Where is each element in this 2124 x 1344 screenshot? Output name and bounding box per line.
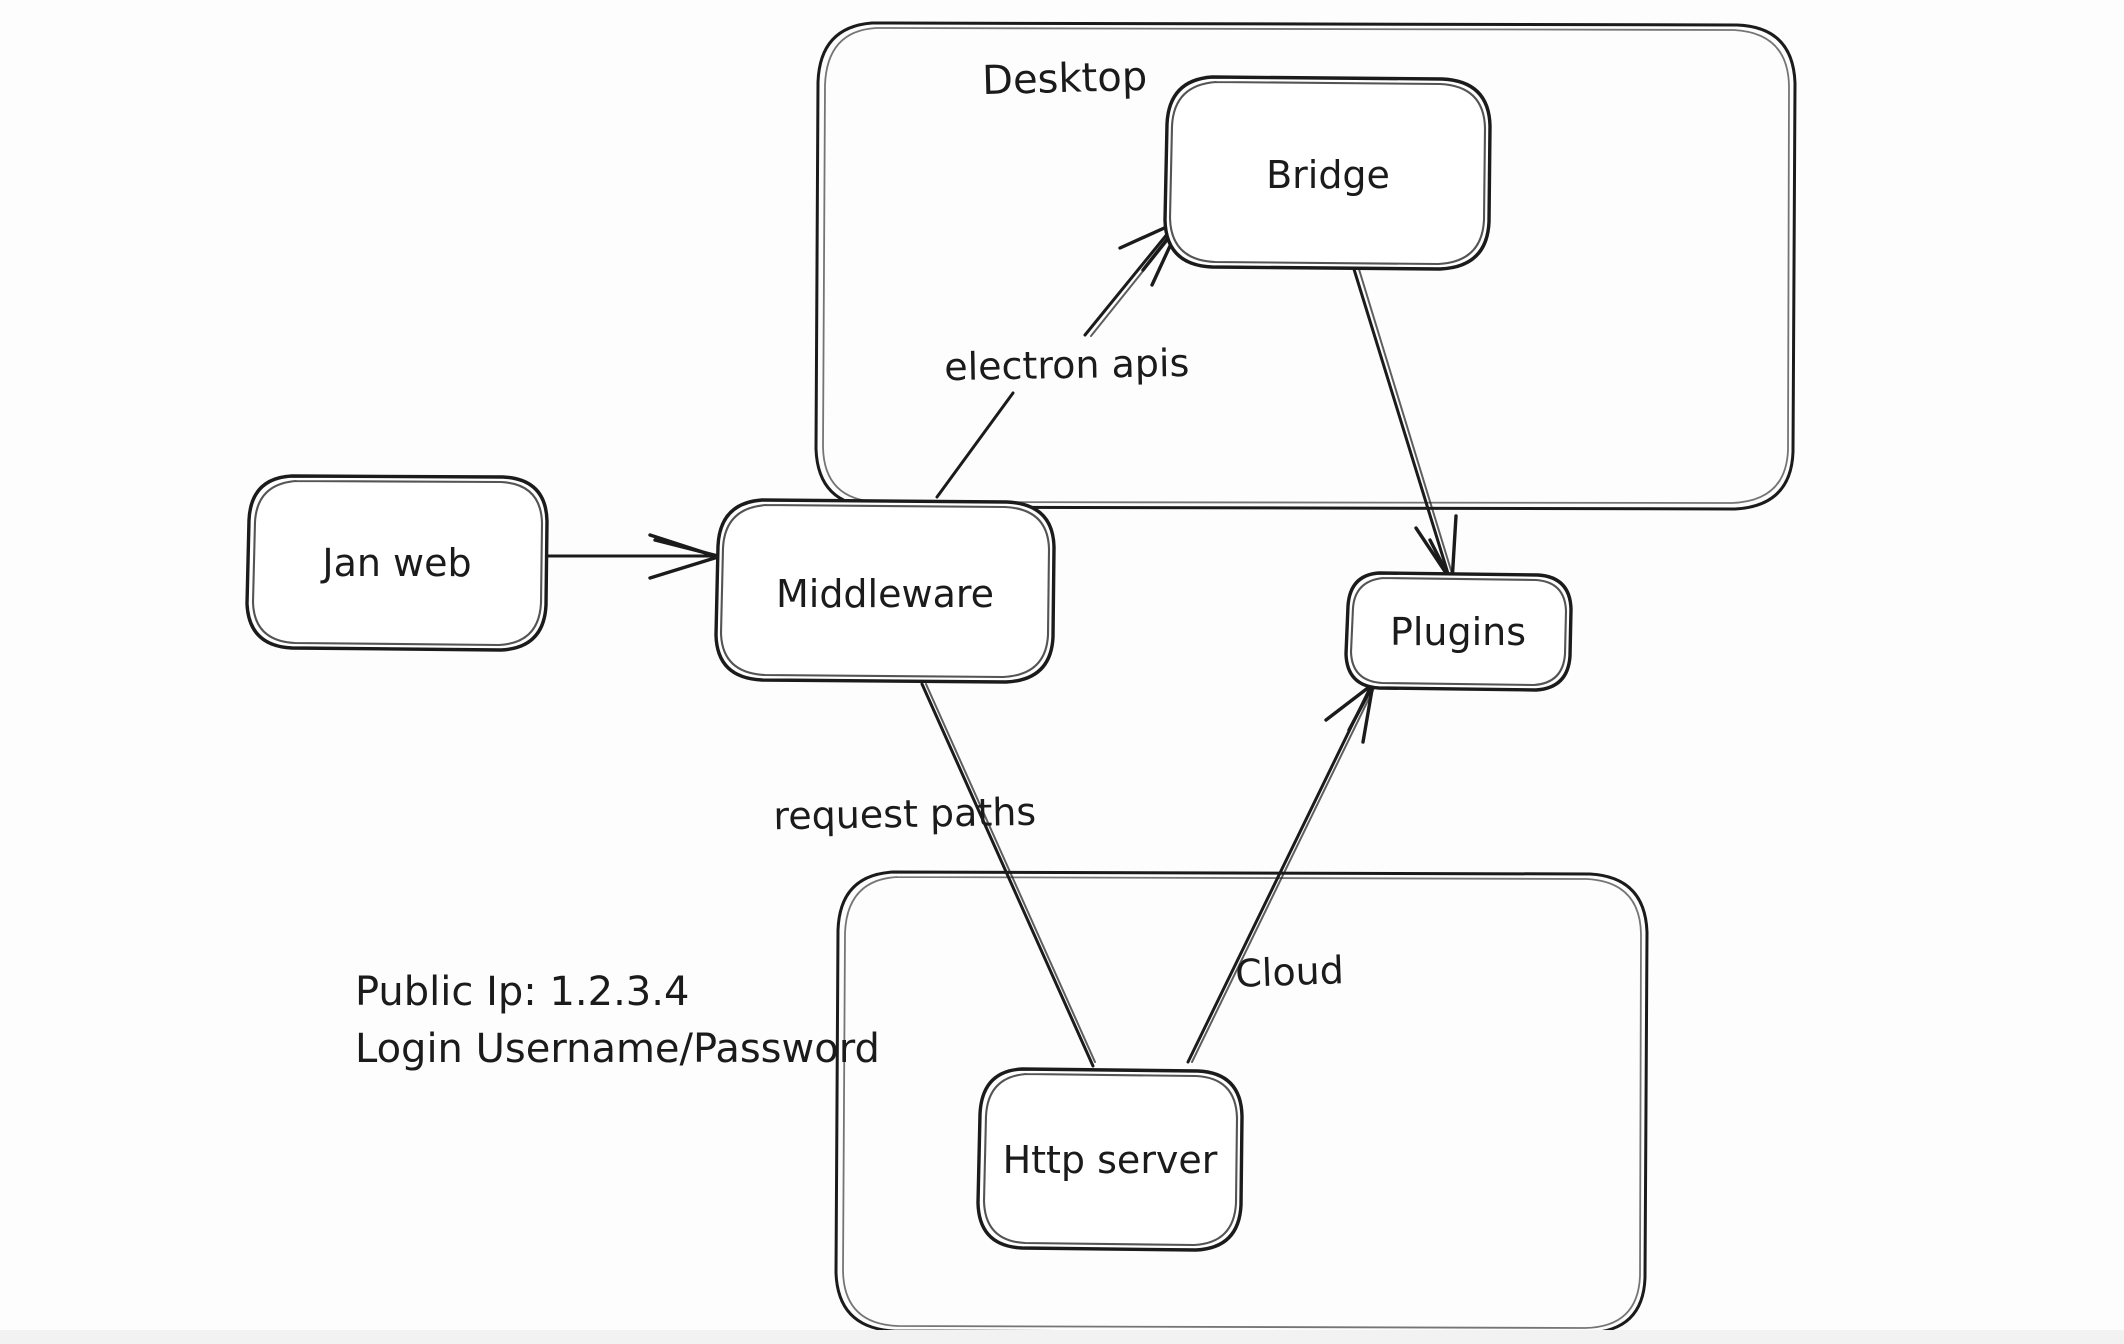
notes-block: Public Ip: 1.2.3.4 Login Username/Passwo…	[355, 969, 880, 1072]
edge-label-electron-apis: electron apis	[944, 341, 1190, 389]
edge-label-request-paths: request paths	[773, 790, 1036, 839]
node-bridge[interactable]: Bridge	[1163, 75, 1492, 271]
node-label-http-server: Http server	[1003, 1138, 1218, 1182]
note-login-credentials: Login Username/Password	[355, 1026, 880, 1072]
node-jan-web[interactable]: Jan web	[245, 474, 549, 652]
node-label-plugins: Plugins	[1390, 610, 1526, 654]
note-public-ip: Public Ip: 1.2.3.4	[355, 969, 689, 1015]
edge-label-cloud: Cloud	[1235, 948, 1345, 996]
bottom-strip	[0, 1330, 2124, 1344]
node-middleware[interactable]: Middleware	[714, 498, 1056, 684]
node-http-server[interactable]: Http server	[976, 1067, 1244, 1252]
node-label-middleware: Middleware	[776, 572, 994, 616]
edge-http-server-to-plugins	[1186, 681, 1376, 1064]
node-label-bridge: Bridge	[1266, 153, 1390, 197]
edge-middleware-to-http-server	[920, 682, 1096, 1068]
node-plugins[interactable]: Plugins	[1344, 571, 1573, 692]
edge-jan-web-to-middleware	[546, 533, 720, 580]
edge-bridge-to-plugins	[1351, 264, 1458, 585]
group-label-desktop: Desktop	[982, 54, 1148, 104]
group-desktop[interactable]	[814, 21, 1797, 511]
node-label-jan-web: Jan web	[320, 541, 471, 585]
